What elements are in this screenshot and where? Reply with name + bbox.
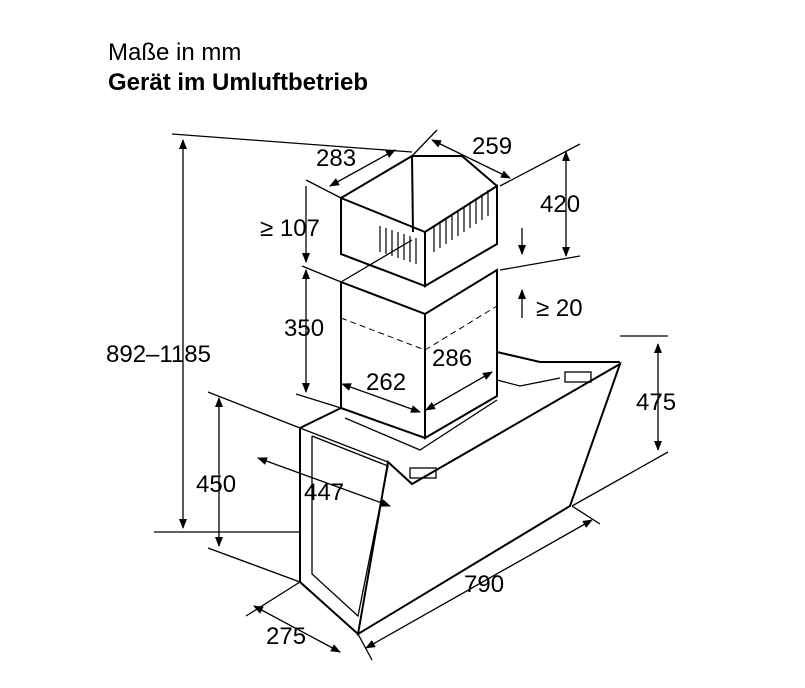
hood-left-edge <box>299 428 359 635</box>
label-chimney-depth: 283 <box>316 145 356 172</box>
vent-grille-front <box>379 226 417 264</box>
label-hood-height: 450 <box>196 471 236 498</box>
upper-chimney-top-edge <box>412 155 498 187</box>
duct-depth-dim <box>425 371 493 411</box>
upper-chimney-side <box>424 184 498 288</box>
label-hood-depth-bottom: 275 <box>266 623 306 650</box>
hood-depth-bottom-dim <box>253 605 341 653</box>
lower-chimney-side <box>424 268 498 440</box>
label-upper-chimney-height: 420 <box>540 191 580 218</box>
hood-top-inner <box>496 377 561 387</box>
chimney-width-dim <box>431 139 511 179</box>
units-label: Maße in mm <box>108 39 242 66</box>
hood-top-left <box>299 407 342 429</box>
hood-depth-mid-dim <box>257 457 391 507</box>
hood-glass-front <box>356 361 622 636</box>
header: Maße in mm Gerät im Umluftbetrieb <box>108 38 368 98</box>
vent-grille-side <box>433 190 489 252</box>
hood-top-front-edge <box>299 427 389 463</box>
label-duct-depth: 286 <box>432 345 472 372</box>
label-min-gap-bottom: ≥ 20 <box>536 295 583 322</box>
duct-width-dim <box>341 383 421 413</box>
hinge-front <box>409 467 437 479</box>
hood-body <box>299 351 622 636</box>
diagram-title: Gerät im Umluftbetrieb <box>108 69 369 96</box>
overlap-line-side <box>424 305 498 351</box>
overlap-line-front <box>340 317 426 351</box>
dimension-lines <box>154 129 669 661</box>
label-duct-width: 262 <box>366 369 406 396</box>
hood-width-dim <box>365 519 593 649</box>
hood-top-surface <box>344 399 498 451</box>
dimension-labels: 283 259 420 ≥ 107 350 ≥ 20 892–1185 262 … <box>106 133 676 650</box>
lower-chimney-front <box>340 280 426 440</box>
label-hood-width: 790 <box>464 571 504 598</box>
upper-chimney <box>340 154 498 288</box>
hood-side-panel <box>311 435 389 618</box>
label-hood-depth-mid: 447 <box>304 479 344 506</box>
chimney-depth-dim <box>329 149 396 187</box>
lower-chimney <box>340 239 498 440</box>
label-front-height: 475 <box>636 389 676 416</box>
label-min-gap-top: ≥ 107 <box>260 215 320 242</box>
label-total-height: 892–1185 <box>106 341 211 368</box>
hinge-back <box>564 371 592 383</box>
label-lower-chimney-height: 350 <box>284 315 324 342</box>
lower-chimney-top-edge <box>340 239 413 283</box>
hood-top-back <box>496 351 620 363</box>
label-chimney-width: 259 <box>472 133 512 160</box>
